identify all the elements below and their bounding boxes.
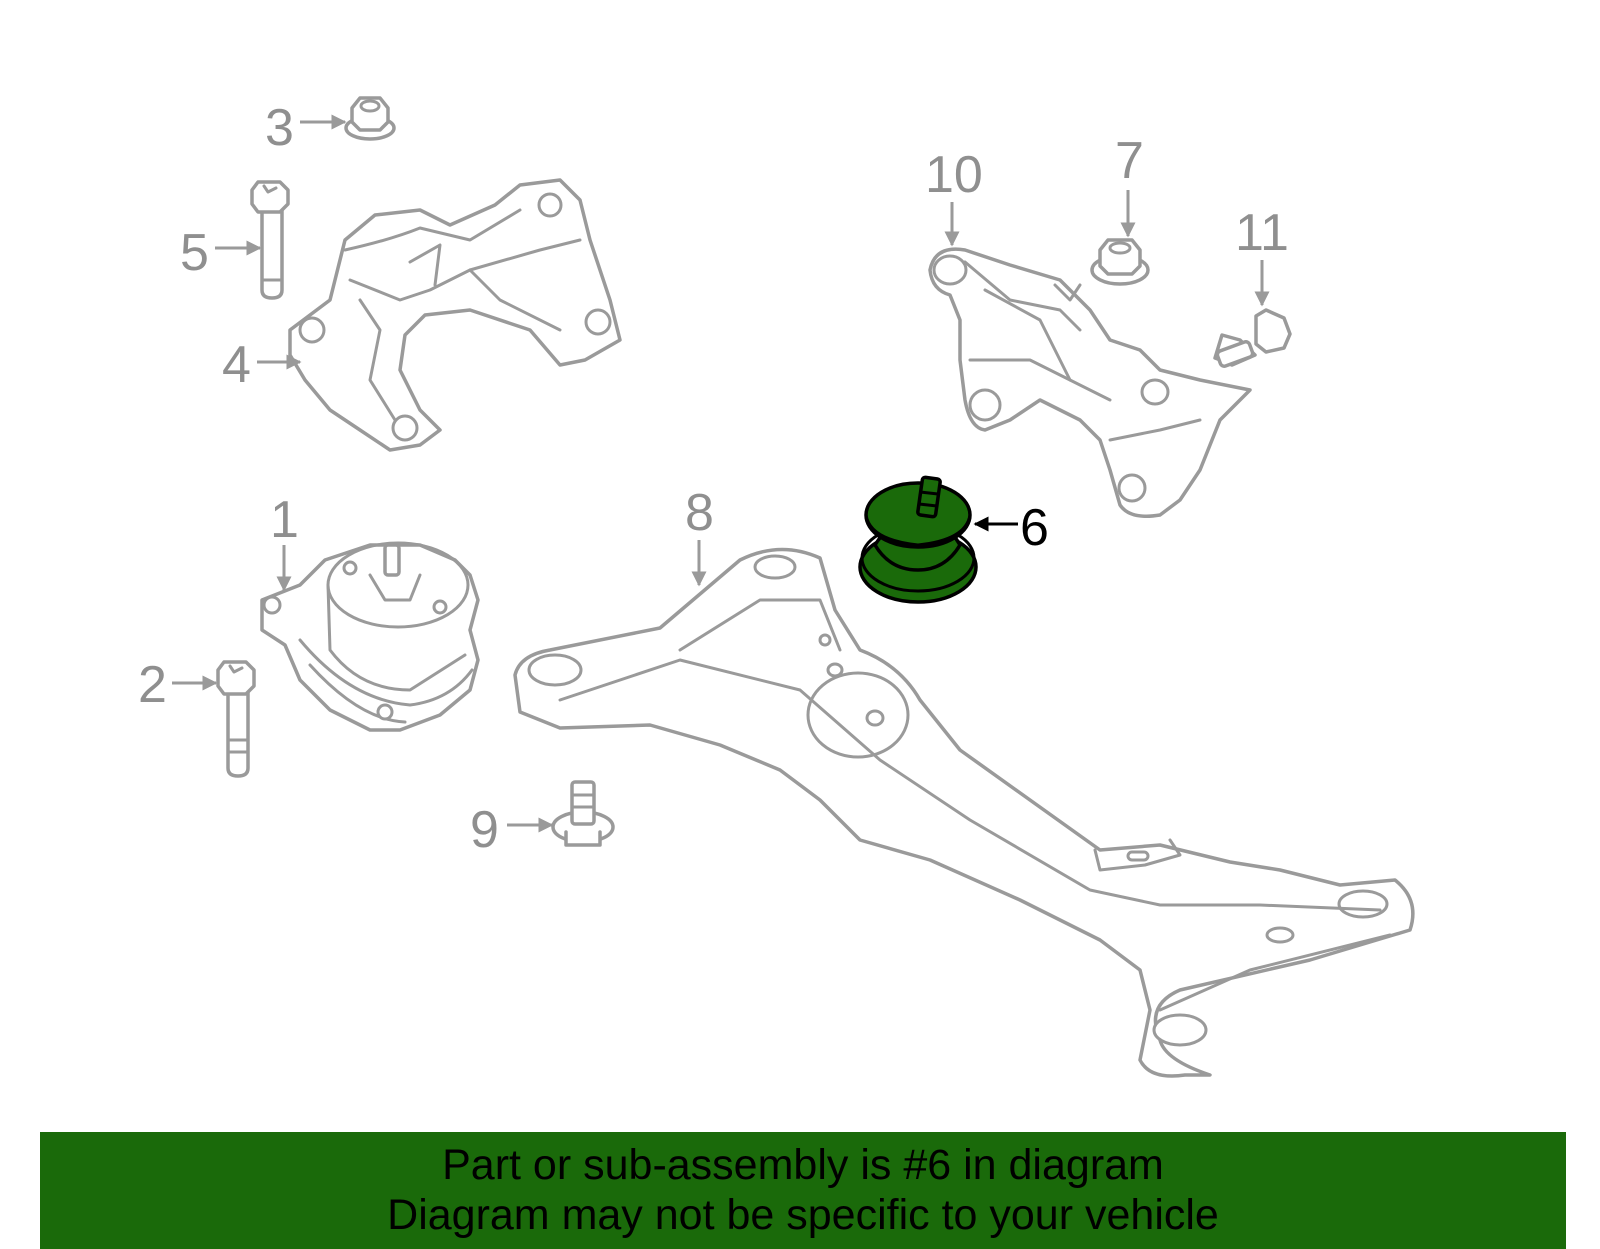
svg-text:1: 1 [270, 491, 299, 549]
callout-1: 1 [270, 491, 299, 592]
info-banner: Part or sub-assembly is #6 in diagram Di… [40, 1132, 1566, 1249]
callout-3: 3 [265, 99, 347, 157]
part-11-bolt [1213, 308, 1292, 368]
callout-7: 7 [1115, 132, 1144, 238]
callout-6: 6 [973, 499, 1049, 557]
callout-11: 11 [1235, 204, 1289, 307]
svg-text:4: 4 [222, 336, 251, 394]
svg-text:7: 7 [1115, 132, 1144, 190]
part-6-transmission-mount [858, 475, 978, 604]
svg-text:6: 6 [1020, 499, 1049, 557]
svg-text:8: 8 [685, 484, 714, 542]
part-3-flange-nut [344, 96, 396, 141]
banner-line-disclaimer: Diagram may not be specific to your vehi… [387, 1191, 1219, 1239]
banner-line-part: Part or sub-assembly is #6 in diagram [442, 1141, 1164, 1189]
part-2-bolt [216, 660, 256, 778]
callout-9: 9 [470, 801, 554, 859]
svg-text:3: 3 [265, 99, 294, 157]
part-9-stud-bolt [551, 780, 615, 847]
part-7-flange-nut [1090, 238, 1150, 286]
part-10-support-bracket [928, 247, 1252, 518]
part-1-engine-mount [260, 541, 480, 732]
part-5-bolt [250, 180, 290, 300]
callout-2: 2 [138, 656, 218, 714]
svg-text:2: 2 [138, 656, 167, 714]
part-8-crossmember [513, 547, 1415, 1078]
svg-text:5: 5 [180, 224, 209, 282]
callout-8: 8 [685, 484, 714, 587]
svg-text:9: 9 [470, 801, 499, 859]
callout-5: 5 [180, 224, 262, 282]
callout-4: 4 [222, 336, 302, 394]
svg-text:10: 10 [925, 146, 983, 204]
callout-10: 10 [925, 146, 983, 247]
svg-text:11: 11 [1235, 204, 1289, 262]
part-4-bracket [288, 178, 622, 452]
